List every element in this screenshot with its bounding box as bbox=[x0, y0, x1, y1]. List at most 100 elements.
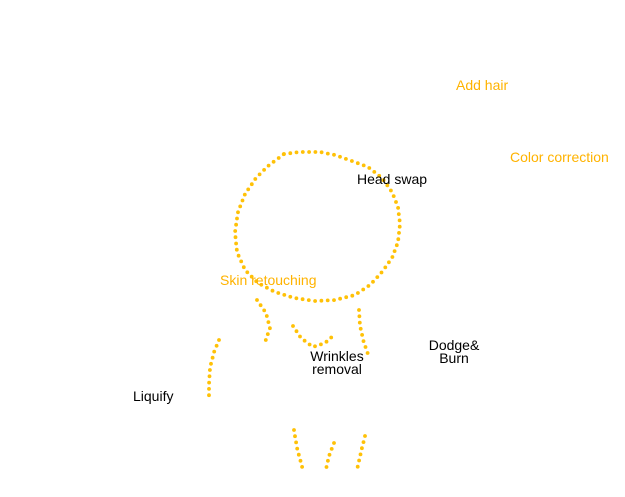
outline-dot bbox=[383, 265, 388, 270]
outline-dot bbox=[282, 293, 287, 297]
outline-dot bbox=[338, 296, 342, 301]
outline-dot bbox=[307, 342, 312, 347]
outline-dot bbox=[249, 182, 254, 187]
outline-dot bbox=[361, 440, 366, 444]
outline-dot bbox=[313, 299, 317, 303]
outline-dot bbox=[325, 151, 330, 156]
label-dodge-burn: Dodge& Burn bbox=[424, 338, 484, 366]
outline-dot bbox=[241, 265, 246, 270]
outline-dot bbox=[371, 279, 375, 284]
outline-dot bbox=[327, 452, 332, 457]
outline-dot bbox=[385, 183, 390, 188]
outline-dot bbox=[214, 343, 219, 348]
label-wrinkles-line2: removal bbox=[312, 361, 362, 377]
outline-dot bbox=[377, 173, 382, 178]
outline-dot bbox=[207, 380, 212, 385]
outline-dot bbox=[268, 326, 272, 331]
outline-dot bbox=[319, 298, 324, 303]
outline-dot bbox=[357, 308, 361, 312]
outline-dot bbox=[235, 216, 239, 221]
outline-dot bbox=[246, 187, 251, 192]
outline-dot bbox=[266, 320, 271, 324]
outline-dot bbox=[234, 222, 239, 227]
outline-dot bbox=[397, 218, 402, 223]
outline-dot bbox=[294, 440, 298, 445]
outline-dot bbox=[294, 329, 299, 334]
outline-dot bbox=[367, 166, 372, 170]
outline-dot bbox=[324, 465, 329, 469]
outline-dot bbox=[324, 339, 329, 344]
outline-dot bbox=[271, 159, 276, 164]
outline-dot bbox=[361, 287, 366, 292]
outline-dot bbox=[329, 335, 334, 340]
label-skin-retouching: Skin retouching bbox=[220, 272, 317, 288]
outline-dot bbox=[332, 441, 336, 445]
outline-dot bbox=[259, 282, 264, 287]
outline-dot bbox=[344, 295, 349, 300]
outline-dot bbox=[242, 192, 247, 197]
label-color-correction: Color correction bbox=[510, 149, 609, 165]
outline-dot bbox=[249, 274, 254, 279]
outline-dot bbox=[307, 150, 311, 154]
outline-dot bbox=[207, 374, 212, 379]
outline-dot bbox=[375, 275, 380, 279]
outline-dot bbox=[360, 333, 364, 337]
outline-dot bbox=[300, 297, 305, 302]
outline-dot bbox=[357, 320, 362, 325]
outline-dot bbox=[296, 452, 301, 457]
outline-dot bbox=[207, 393, 211, 398]
label-dodge-line2: Burn bbox=[439, 350, 469, 366]
outline-dot bbox=[387, 260, 391, 265]
outline-dot bbox=[355, 464, 360, 469]
label-add-hair: Add hair bbox=[456, 77, 509, 93]
outline-dot bbox=[350, 159, 354, 163]
outline-dot bbox=[238, 204, 243, 209]
outline-dot bbox=[329, 447, 334, 451]
outline-dot bbox=[264, 314, 269, 318]
outline-dot bbox=[356, 291, 360, 295]
outline-dot bbox=[288, 294, 293, 299]
outline-dot bbox=[361, 339, 366, 343]
outline-dot bbox=[265, 332, 270, 336]
outline-dot bbox=[239, 259, 244, 264]
outline-dot bbox=[363, 434, 367, 438]
outline-dot bbox=[313, 150, 318, 154]
outline-dot bbox=[236, 253, 241, 258]
outline-dot bbox=[294, 296, 299, 301]
outline-dot bbox=[210, 355, 215, 360]
outline-dot bbox=[257, 172, 262, 177]
outline-dot bbox=[325, 298, 330, 303]
outline-dot bbox=[338, 154, 342, 159]
outline-dot bbox=[295, 446, 300, 451]
outline-dot bbox=[253, 177, 258, 181]
outline-dot bbox=[360, 446, 364, 451]
label-head-swap: Head swap bbox=[357, 171, 428, 187]
outline-dot bbox=[266, 163, 271, 168]
outline-dot bbox=[397, 231, 401, 235]
outline-dot bbox=[358, 326, 363, 331]
outline-dot bbox=[366, 284, 371, 288]
outline-dot bbox=[319, 342, 323, 347]
outline-dot bbox=[332, 298, 336, 302]
outline-dot bbox=[293, 434, 297, 439]
outline-dot bbox=[258, 303, 263, 308]
outline-dot bbox=[265, 285, 269, 290]
outline-dot bbox=[397, 224, 402, 229]
outline-dot bbox=[350, 293, 355, 298]
outline-dot bbox=[255, 298, 259, 302]
outline-dot bbox=[394, 243, 399, 248]
outline-dot bbox=[379, 270, 384, 275]
outline-dot bbox=[281, 152, 286, 157]
label-liquify: Liquify bbox=[133, 388, 174, 404]
outline-dot bbox=[298, 458, 303, 463]
label-wrinkles-line1: Wrinkles bbox=[310, 348, 364, 364]
outline-dot bbox=[262, 308, 267, 313]
outline-dot bbox=[396, 206, 400, 210]
outline-dot bbox=[240, 198, 245, 203]
outline-dot bbox=[358, 452, 363, 457]
outline-dot bbox=[276, 156, 281, 160]
outline-dot bbox=[361, 163, 366, 168]
outline-dot bbox=[207, 387, 211, 391]
